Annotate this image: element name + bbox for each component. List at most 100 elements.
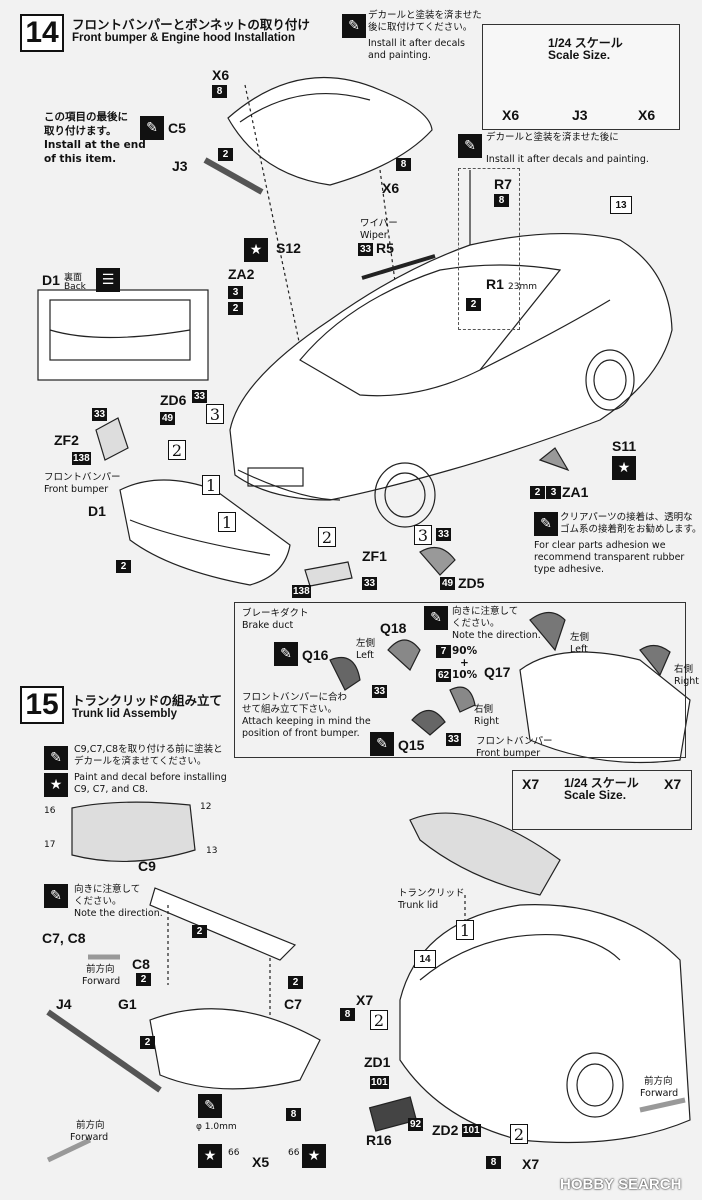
part-s11: S11 — [612, 438, 637, 454]
mix-plus: + — [460, 657, 469, 669]
forward-jp-2: 前方向 — [76, 1120, 105, 1131]
antenna-detail-frame — [458, 168, 520, 330]
scale-size-panel-15 — [512, 770, 692, 830]
step-marker-1: 1 — [456, 920, 474, 940]
part-x6-right: X6 — [382, 180, 400, 196]
paint-code-2: 2 — [218, 148, 233, 161]
paint-code-138: 138 — [292, 585, 311, 598]
step-marker-2: 2 — [370, 1010, 388, 1030]
scale-label-15-en: Scale Size. — [564, 788, 627, 802]
step-marker-2: 2 — [168, 440, 186, 460]
forward-en: Forward — [82, 976, 121, 987]
right-en-2: Right — [674, 676, 700, 687]
brake-jp: ブレーキダクト — [242, 608, 309, 619]
left-en-2: Left — [570, 644, 588, 655]
step-marker-1: 1 — [202, 475, 220, 495]
brake-en: Brake duct — [242, 620, 294, 631]
part-zd1: ZD1 — [364, 1054, 391, 1070]
paint-code-7: 7 — [436, 645, 451, 658]
paint-note-en-1: Paint and decal before installing — [74, 772, 227, 783]
r1-size: 23mm — [508, 282, 537, 292]
forward-en-3: Forward — [640, 1088, 679, 1099]
paint-code-2: 2 — [140, 1036, 155, 1049]
direction-15-en: Note the direction. — [74, 908, 163, 919]
paint-code-2: 2 — [136, 973, 151, 986]
paint-code-92: 92 — [408, 1118, 423, 1131]
star-decal-icon: ★ — [198, 1144, 222, 1168]
paint-note-en-2: C9, C7, and C8. — [74, 784, 149, 795]
paint-code-8: 8 — [212, 85, 227, 98]
step-marker-3: 3 — [206, 404, 224, 424]
front-bumper-en: Front bumper — [44, 484, 109, 495]
step-15-title-jp: トランクリッドの組み立て — [72, 693, 223, 708]
paint-code-101: 101 — [462, 1124, 481, 1137]
forward-jp: 前方向 — [86, 964, 115, 975]
mix-90: 90% — [452, 645, 478, 657]
part-x7: X7 — [356, 992, 374, 1008]
part-x7-scale-left: X7 — [522, 776, 540, 792]
paint-code-33: 33 — [92, 408, 107, 421]
paint-code-3: 3 — [228, 286, 243, 299]
mix-10: 10% — [452, 669, 478, 681]
wiper-en: Wiper — [360, 230, 388, 241]
paint-code-138: 138 — [72, 452, 91, 465]
step-14-title-jp: フロントバンパーとボンネットの取り付け — [72, 17, 310, 32]
part-q16: Q16 — [302, 647, 329, 663]
paint-code-66: 66 — [288, 1148, 300, 1158]
part-zd5: ZD5 — [458, 575, 485, 591]
glue-bottle-icon: ✎ — [458, 134, 482, 158]
part-zf2: ZF2 — [54, 432, 79, 448]
glue-bottle-icon: ✎ — [424, 606, 448, 630]
paint-code-33: 33 — [446, 733, 461, 746]
paint-code-49: 49 — [440, 577, 455, 590]
last-note-jp-1: この項目の最後に — [44, 111, 128, 123]
direction-jp-1: 向きに注意して — [452, 606, 519, 617]
part-q17: Q17 — [484, 664, 511, 680]
star-decal-icon: ★ — [44, 773, 68, 797]
right-jp: 右側 — [474, 704, 494, 715]
scale-label-15-jp: 1/24 スケール — [564, 776, 639, 790]
part-r7: R7 — [494, 176, 512, 192]
step-marker-3: 3 — [414, 525, 432, 545]
part-c8: C8 — [132, 956, 150, 972]
paint-note-jp-2: デカールを済ませてください。 — [74, 756, 207, 767]
trunk-en: Trunk lid — [398, 900, 439, 911]
scale-size-panel — [482, 24, 680, 130]
paint-code-33: 33 — [192, 390, 207, 403]
glue-bottle-icon: ✎ — [44, 884, 68, 908]
direction-15-jp-1: 向きに注意して — [74, 884, 141, 895]
glue-bottle-icon: ✎ — [370, 732, 394, 756]
paint-code-2: 2 — [116, 560, 131, 573]
scale-label-en: Scale Size. — [548, 48, 611, 62]
paint-code-8: 8 — [486, 1156, 501, 1169]
part-zd6: ZD6 — [160, 392, 187, 408]
left-jp: 左側 — [356, 638, 376, 649]
glue-bottle-icon: ✎ — [140, 116, 164, 140]
right-en: Right — [474, 716, 500, 727]
paint-code-2: 2 — [466, 298, 481, 311]
step-marker-2: 2 — [510, 1124, 528, 1144]
direction-15-jp-2: ください。 — [74, 896, 122, 907]
back-jp: 裏面 — [64, 273, 83, 283]
decal-note-jp-2: 後に取付けてください。 — [368, 22, 473, 33]
part-d1: D1 — [88, 503, 106, 519]
part-x7-bottom: X7 — [522, 1156, 540, 1172]
paint-code-3: 3 — [546, 486, 561, 499]
watermark: HOBBY SEARCH — [560, 1176, 682, 1193]
clear-note-en-3: type adhesive. — [534, 564, 605, 575]
decal-num-13: 13 — [206, 846, 218, 856]
attach-jp-1: フロントバンパーに合わ — [242, 692, 347, 703]
direction-en: Note the direction. — [452, 630, 541, 641]
hole-size: φ 1.0mm — [196, 1122, 237, 1132]
glue-bottle-icon: ✎ — [342, 14, 366, 38]
part-zf1: ZF1 — [362, 548, 387, 564]
glue-bottle-icon: ✎ — [198, 1094, 222, 1118]
paint-code-8: 8 — [494, 194, 509, 207]
paint-code-2: 2 — [288, 976, 303, 989]
direction-jp-2: ください。 — [452, 618, 500, 629]
part-q15: Q15 — [398, 737, 425, 753]
step-15-title-en: Trunk lid Assembly — [72, 708, 178, 720]
back-en: Back — [64, 282, 86, 292]
antenna-note-en: Install it after decals and painting. — [486, 154, 649, 165]
part-c5: C5 — [168, 120, 186, 136]
